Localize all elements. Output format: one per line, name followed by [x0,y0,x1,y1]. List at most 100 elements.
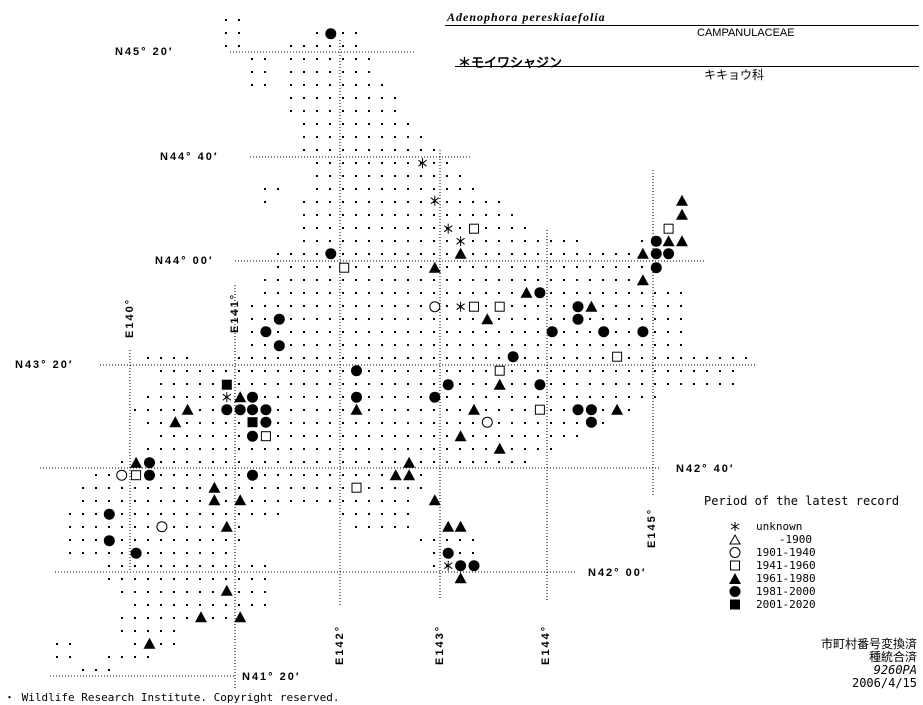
grid-dot [511,253,513,255]
grid-dot [589,279,591,281]
grid-dot [290,474,292,476]
grid-dot [654,318,656,320]
grid-dot [420,487,422,489]
grid-dot [498,266,500,268]
grid-dot [199,539,201,541]
grid-dot [407,266,409,268]
grid-dot [316,396,318,398]
grid-dot [238,591,240,593]
legend-item-2001-2020: 2001-2020 [728,598,816,611]
grid-dot [355,474,357,476]
grid-dot [199,565,201,567]
title-underline [445,25,919,26]
grid-dot [303,344,305,346]
grid-dot [589,383,591,385]
grid-dot [433,318,435,320]
grid-dot [212,409,214,411]
grid-dot [407,240,409,242]
grid-dot [667,357,669,359]
grid-dot [433,565,435,567]
grid-dot [199,396,201,398]
grid-dot [199,578,201,580]
filled-circle-marker [144,457,155,469]
grid-dot [615,305,617,307]
grid-dot [225,448,227,450]
grid-dot [290,422,292,424]
grid-dot [316,58,318,60]
grid-dot [277,292,279,294]
grid-dot [342,513,344,515]
grid-dot [225,474,227,476]
grid-dot [459,422,461,424]
grid-dot [355,162,357,164]
open-square-marker [494,301,505,312]
grid-dot [173,604,175,606]
grid-dot [446,409,448,411]
grid-dot [316,383,318,385]
grid-dot [199,448,201,450]
grid-dot [498,344,500,346]
grid-dot [381,110,383,112]
grid-dot [329,110,331,112]
grid-dot [121,526,123,528]
lat-label-44-00: N44° 00′ [155,255,214,267]
grid-dot [511,292,513,294]
grid-dot [329,214,331,216]
filled-triangle-marker [234,494,247,506]
grid-dot [160,357,162,359]
grid-dot [173,357,175,359]
grid-dot [186,422,188,424]
grid-dot [446,305,448,307]
grid-dot [394,136,396,138]
grid-dot [563,240,565,242]
grid-dot [381,344,383,346]
grid-dot [381,461,383,463]
grid-dot [459,370,461,372]
filled-triangle-marker [442,520,455,532]
filled-triangle-icon [729,573,741,584]
japanese-name: ＊モイワシャジン [458,56,563,71]
grid-dot [368,71,370,73]
japanese-family-name: キキョウ科 [704,68,765,82]
grid-dot [303,123,305,125]
grid-dot [381,214,383,216]
grid-dot [407,526,409,528]
grid-dot [394,370,396,372]
grid-dot [524,227,526,229]
grid-dot [134,513,136,515]
filled-triangle-marker [181,403,194,415]
grid-dot [498,279,500,281]
grid-dot [329,162,331,164]
grid-dot [160,539,162,541]
grid-dot [199,591,201,593]
grid-dot [602,292,604,294]
grid-dot [355,58,357,60]
grid-dot [147,396,149,398]
grid-dot [615,292,617,294]
grid-dot [368,500,370,502]
grid-dot [654,383,656,385]
grid-dot [212,396,214,398]
filled-triangle-marker [662,235,675,247]
grid-dot [459,461,461,463]
grid-dot [355,45,357,47]
grid-dot [95,669,97,671]
filled-triangle-marker [428,261,441,273]
grid-dot [433,214,435,216]
grid-dot [212,526,214,528]
asterisk-marker [418,158,427,169]
filled-circle-marker [637,326,649,338]
asterisk-marker [456,236,465,247]
grid-dot [472,357,474,359]
grid-dot [173,539,175,541]
grid-dot [472,266,474,268]
grid-dot [641,357,643,359]
grid-dot [173,474,175,476]
grid-dot [407,422,409,424]
grid-dot [225,45,227,47]
grid-dot [407,279,409,281]
grid-dot [238,422,240,424]
filled-circle-marker [429,391,441,403]
grid-dot [628,344,630,346]
grid-dot [524,448,526,450]
